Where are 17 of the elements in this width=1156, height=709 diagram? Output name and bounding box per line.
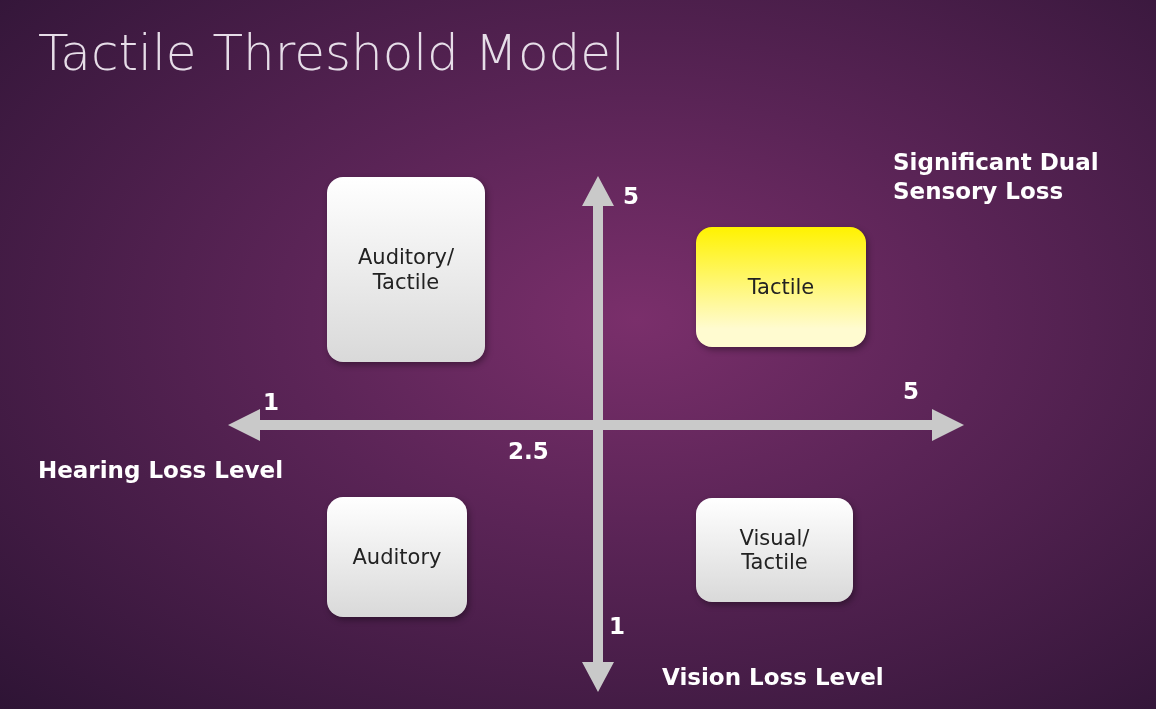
axis-tick-label: 2.5 xyxy=(508,437,549,466)
axis-tick-label: 5 xyxy=(623,182,639,211)
quadrant-box xyxy=(327,497,467,617)
quadrant-box xyxy=(327,177,485,362)
axis-tick-label: 1 xyxy=(609,612,625,641)
box-label: Visual/ Tactile xyxy=(738,525,811,575)
axis-tick-label: 1 xyxy=(263,388,279,417)
axis-title: Vision Loss Level xyxy=(662,663,884,692)
box-label: Auditory xyxy=(351,544,443,570)
quadrant-caption: Significant Dual Sensory Loss xyxy=(893,148,1100,206)
axis-title: Hearing Loss Level xyxy=(38,456,283,485)
axis-tick-label: 5 xyxy=(903,377,919,406)
quadrant-box xyxy=(696,498,853,602)
highlighted-quadrant-box xyxy=(696,227,866,347)
box-label: Auditory/ Tactile xyxy=(356,245,456,294)
slide-title: Tactile Threshold Model xyxy=(38,24,625,82)
box-label: Tactile xyxy=(746,274,816,300)
